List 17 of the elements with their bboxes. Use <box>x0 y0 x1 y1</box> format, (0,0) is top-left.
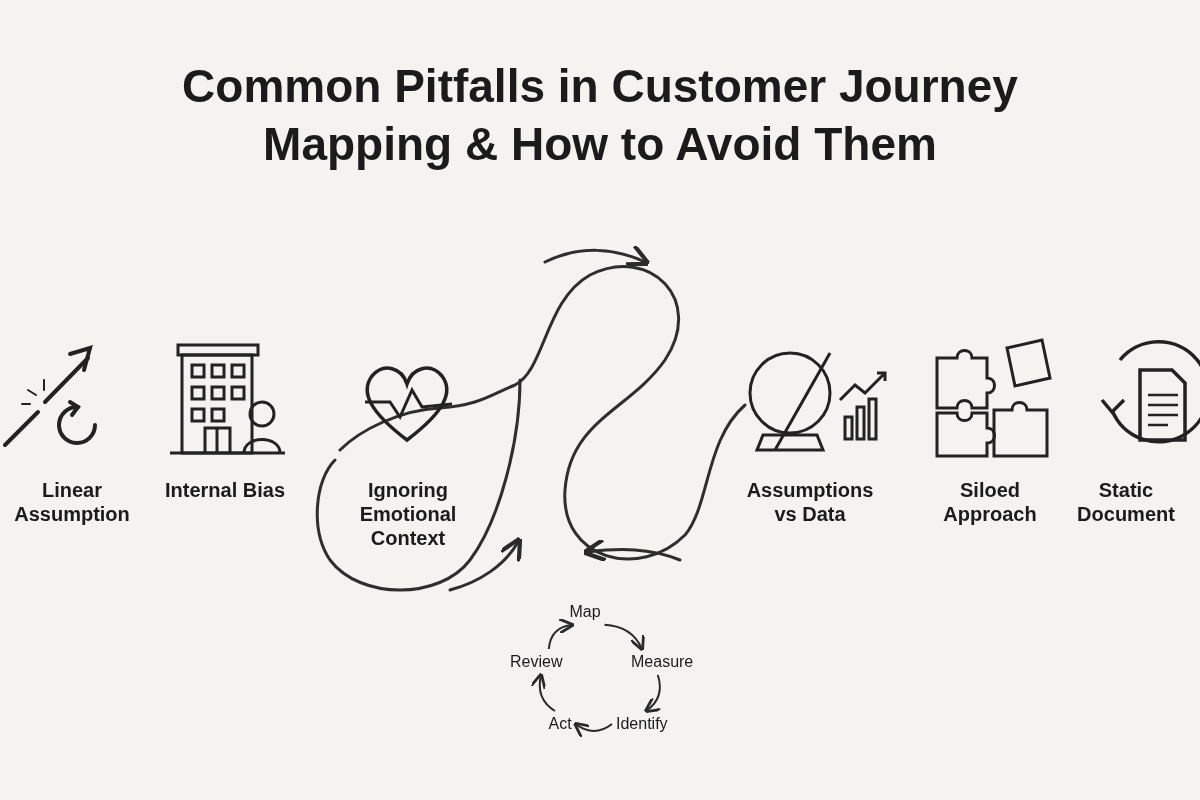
cycle-step-label: Map <box>569 603 601 621</box>
pitfall-label: Static Document <box>1076 478 1176 526</box>
pitfall-label: Ignoring Emotional Context <box>358 478 458 550</box>
cycle-step-label: Review <box>510 653 563 671</box>
cycle-step-label: Measure <box>631 653 694 671</box>
arrow <box>603 623 645 652</box>
title: Common Pitfalls in Customer Journey Mapping & How to Avoid Them <box>181 59 1019 172</box>
arrow <box>547 618 576 650</box>
pitfall-label: Internal Bias <box>163 478 286 502</box>
pitfall-label: Assumptions vs Data <box>745 478 875 526</box>
arrow <box>572 721 613 739</box>
arrow <box>530 672 556 712</box>
cycle-step-label: Identify <box>616 715 668 733</box>
pitfall-label: Linear Assumption <box>13 478 131 526</box>
cycle-step-label: Act <box>548 715 572 733</box>
pitfall-label: Siloed Approach <box>942 478 1038 526</box>
arrow <box>643 674 662 714</box>
